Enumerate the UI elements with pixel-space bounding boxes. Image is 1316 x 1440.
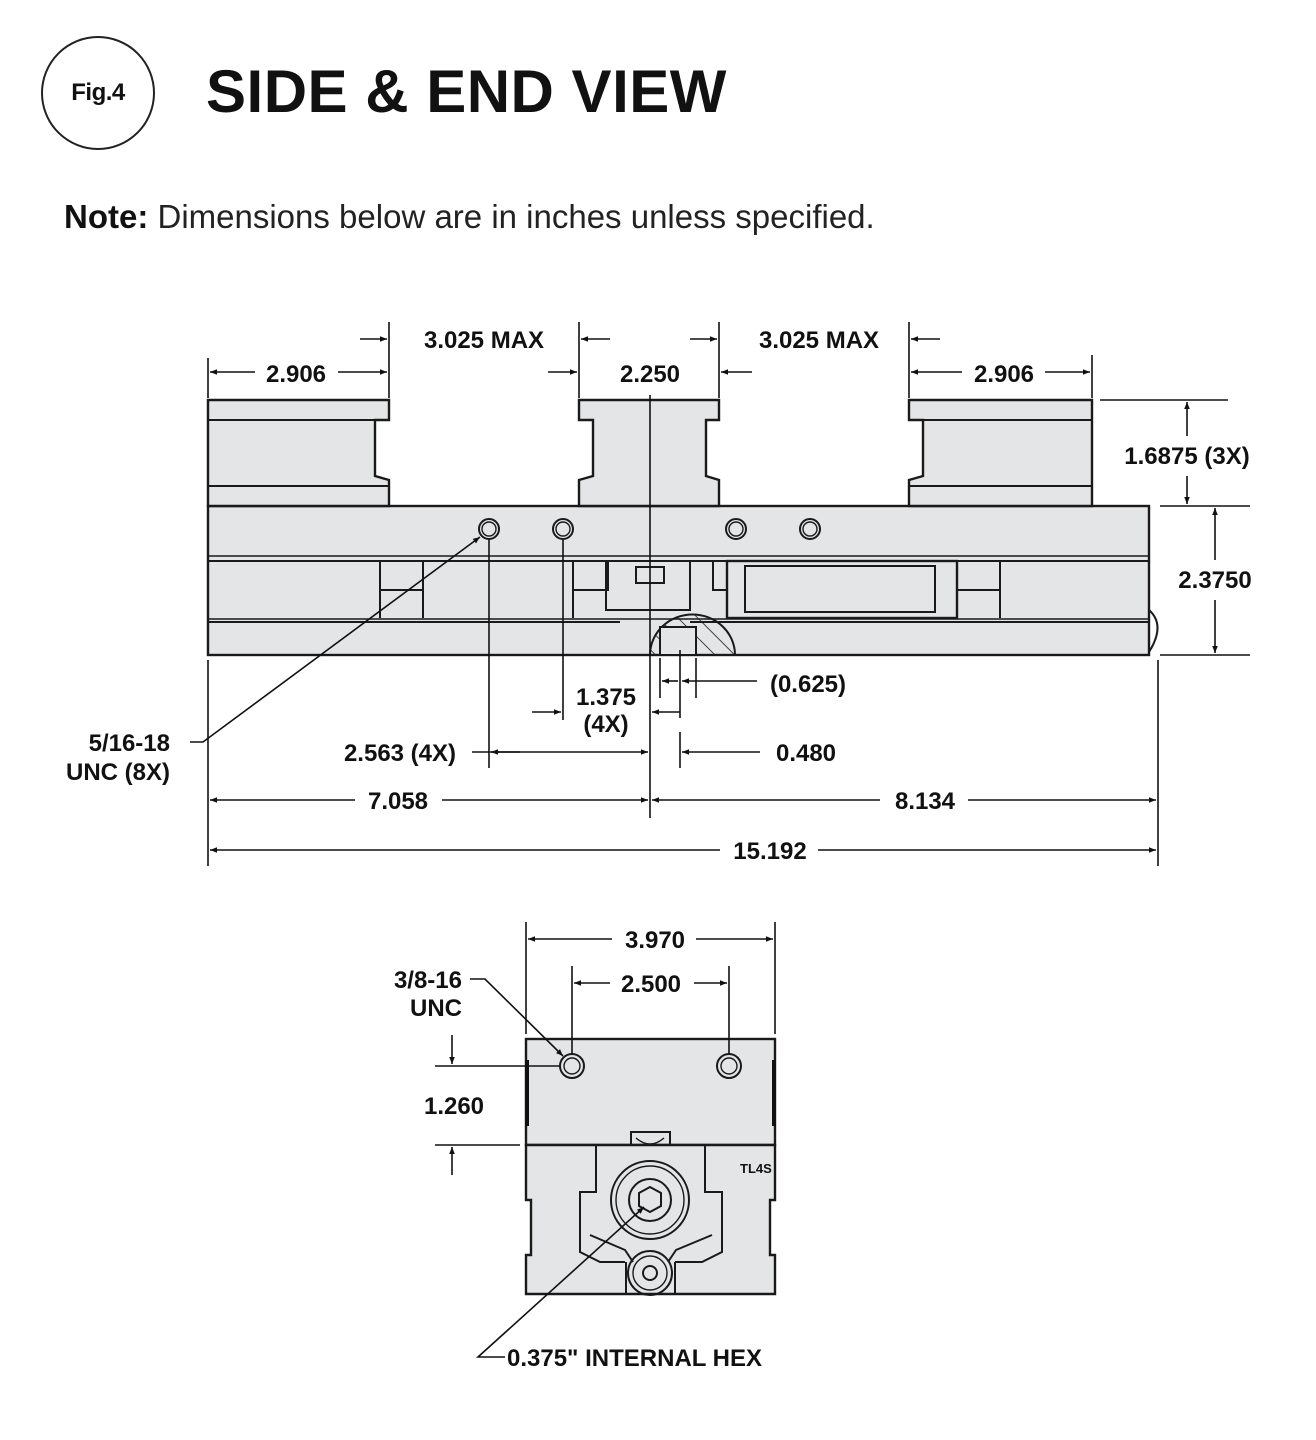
note-text: Dimensions below are in inches unless sp… [148,198,875,235]
callout-end-thread-line1: 3/8-16 [394,967,462,994]
dim-hole-spacing-qty: (4X) [583,711,628,738]
dim-center-jaw-width: 2.250 [620,361,680,388]
side-view: 2.906 3.025 MAX 2.250 3.025 MAX 2.906 1.… [66,322,1252,866]
hex-socket-icon [638,1185,662,1214]
dim-end-hole-height: 1.260 [424,1093,484,1120]
dim-left-gap-max: 3.025 MAX [424,327,544,354]
callout-end-thread-line2: UNC [410,995,462,1022]
dim-right-gap-max: 3.025 MAX [759,327,879,354]
note-label: Note: [64,198,149,235]
dim-jaw-height: 1.6875 (3X) [1124,443,1249,470]
dim-end-hole-spacing: 2.500 [621,971,681,998]
figure-number: Fig.4 [71,79,125,106]
dim-body-height: 2.3750 [1178,567,1251,594]
end-marking: TL4S [740,1161,772,1176]
callout-internal-hex: 0.375" INTERNAL HEX [507,1345,762,1372]
units-note: Note: Dimensions below are in inches unl… [64,200,875,233]
end-base [524,1143,777,1296]
dim-key-offset: 0.480 [776,740,836,767]
end-view: TL4S 3.970 2.500 1.260 3/8-16 UNC 0.375"… [394,922,777,1372]
dim-left-length: 7.058 [368,788,428,815]
thread-holes [478,518,821,540]
figure-number-badge: Fig.4 [41,36,155,150]
callout-thread-line2: UNC (8X) [66,759,170,786]
dim-end-overall-width: 3.970 [625,927,685,954]
dim-hole-spacing: 1.375 [576,684,636,711]
screw-head [610,1160,690,1240]
dim-key-width: (0.625) [770,671,846,698]
dim-right-length: 8.134 [895,788,956,815]
dim-overall-length: 15.192 [733,838,806,865]
dim-right-jaw-width: 2.906 [974,361,1034,388]
dim-hole-offset: 2.563 (4X) [344,740,456,767]
center-jaw [577,398,721,508]
left-jaw [206,398,391,508]
end-jaw-block [524,1037,777,1147]
callout-thread-line1: 5/16-18 [89,730,170,757]
right-jaw [907,398,1094,508]
page-title: SIDE & END VIEW [206,58,727,125]
dim-left-jaw-width: 2.906 [266,361,326,388]
